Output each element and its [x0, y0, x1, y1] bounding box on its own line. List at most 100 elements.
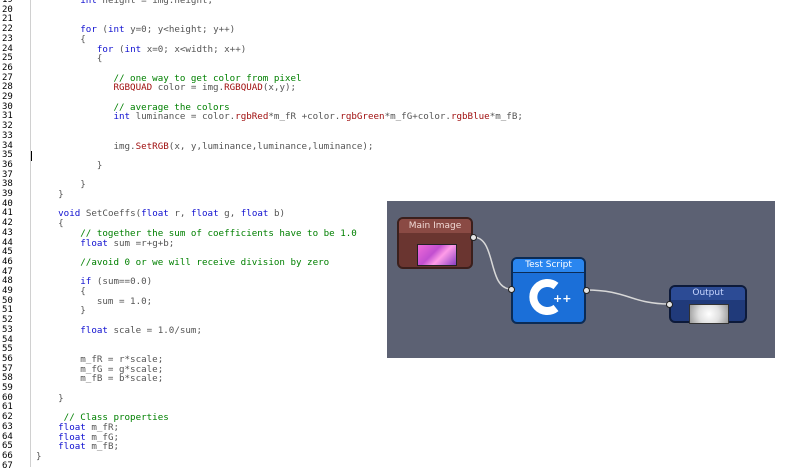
code-line[interactable]: // together the sum of coefficients have…	[80, 227, 357, 239]
line-number: 62	[2, 412, 13, 423]
line-number: 20	[2, 4, 13, 15]
line-number: 42	[2, 218, 13, 229]
code-line[interactable]: //avoid 0 or we will receive division by…	[80, 256, 330, 268]
line-number: 49	[2, 286, 13, 296]
line-number: 43	[2, 227, 13, 238]
line-number: 36	[2, 159, 13, 170]
code-line[interactable]: }	[36, 305, 86, 317]
line-number: 39	[2, 189, 13, 199]
code-line[interactable]: if (sum==0.0)	[80, 276, 153, 288]
output-node[interactable]: Output	[669, 285, 747, 324]
line-number: 21	[2, 14, 13, 25]
code-line[interactable]: m_fB = b*scale;	[36, 373, 164, 385]
code-line[interactable]: // average the colors	[113, 101, 230, 113]
output-node-title: Output	[671, 287, 745, 300]
code-line[interactable]: m_fG = g*scale;	[36, 363, 164, 375]
line-number: 52	[2, 315, 13, 326]
line-number: 59	[2, 383, 13, 393]
line-number: 57	[2, 363, 13, 374]
line-number: 28	[2, 82, 13, 93]
code-line[interactable]: }	[36, 392, 64, 404]
line-number: 37	[2, 169, 13, 180]
line-number: 56	[2, 353, 13, 364]
code-line[interactable]: float m_fG;	[58, 431, 120, 443]
line-number: 47	[2, 266, 13, 277]
line-number: 53	[2, 324, 13, 335]
code-line[interactable]: RGBQUAD color = img.RGBQUAD(x,y);	[113, 82, 297, 94]
line-number: 30	[2, 101, 13, 112]
line-number: 34	[2, 140, 13, 151]
code-line[interactable]: float m_fR;	[58, 421, 120, 433]
line-number: 45	[2, 247, 13, 258]
test-script-node-title: Test Script	[513, 259, 584, 273]
line-number: 35	[2, 150, 13, 161]
line-number: 58	[2, 373, 13, 384]
wire-main-to-script	[472, 236, 512, 290]
line-number: 22	[2, 24, 13, 35]
code-line[interactable]: for (int y=0; y<height; y++)	[80, 24, 236, 36]
test-script-node[interactable]: Test Script ++	[511, 257, 586, 324]
output-input-port[interactable]	[666, 301, 673, 308]
node-graph-panel[interactable]: Main Image Test Script ++ Output	[387, 201, 775, 358]
svg-text:++: ++	[553, 292, 571, 305]
code-line[interactable]: {	[36, 218, 64, 230]
line-number: 41	[2, 208, 13, 219]
line-number: 24	[2, 43, 13, 54]
main-image-node-title: Main Image	[399, 219, 471, 233]
code-line[interactable]: {	[36, 33, 86, 45]
code-line[interactable]: float m_fB;	[58, 441, 120, 453]
line-number: 64	[2, 431, 13, 442]
line-number: 23	[2, 33, 13, 44]
line-number: 27	[2, 72, 13, 83]
line-number: 55	[2, 344, 13, 355]
code-line[interactable]: }	[36, 179, 86, 191]
line-number: 32	[2, 121, 13, 132]
line-number: 33	[2, 130, 13, 141]
main-image-output-port[interactable]	[470, 234, 477, 241]
line-number: 66	[2, 450, 13, 461]
main-image-node[interactable]: Main Image	[397, 217, 473, 269]
line-number: 63	[2, 421, 13, 432]
code-line[interactable]: {	[36, 286, 86, 297]
code-line[interactable]: }	[36, 189, 64, 200]
line-number: 67	[2, 460, 13, 471]
code-line[interactable]: int height = img.height;	[80, 0, 214, 6]
line-number: 51	[2, 305, 13, 316]
line-number: 26	[2, 62, 13, 73]
code-line[interactable]: sum = 1.0;	[36, 295, 153, 307]
line-number: 40	[2, 198, 13, 209]
code-line[interactable]: // Class properties	[63, 412, 169, 424]
code-line[interactable]: }	[36, 450, 42, 462]
code-line[interactable]: int luminance = color.rgbRed*m_fR +color…	[113, 111, 523, 123]
test-script-input-port[interactable]	[508, 286, 515, 293]
line-number: 60	[2, 392, 13, 403]
line-number: 54	[2, 334, 13, 345]
line-number: 46	[2, 256, 13, 267]
wire-script-to-output	[585, 289, 670, 305]
code-line[interactable]: img.SetRGB(x, y,luminance,luminance,lumi…	[36, 140, 374, 152]
line-number: 61	[2, 402, 13, 413]
line-number: 50	[2, 295, 13, 306]
line-number: 38	[2, 179, 13, 190]
code-line[interactable]: m_fR = r*scale;	[36, 353, 164, 365]
cpp-icon: ++	[529, 279, 571, 315]
line-number: 25	[2, 53, 13, 64]
code-line[interactable]: }	[36, 159, 103, 171]
line-number: 19	[2, 0, 13, 5]
test-script-output-port[interactable]	[583, 287, 590, 294]
line-number: 48	[2, 276, 13, 287]
text-caret	[31, 151, 32, 161]
line-number: 29	[2, 92, 13, 102]
code-line[interactable]: float scale = 1.0/sum;	[80, 324, 202, 336]
line-number: 31	[2, 111, 13, 122]
graph-wires	[472, 236, 670, 305]
code-line[interactable]: void SetCoeffs(float r, float g, float b…	[58, 208, 286, 220]
line-number: 65	[2, 441, 13, 452]
code-line[interactable]: // one way to get color from pixel	[113, 72, 302, 84]
code-line[interactable]: float sum =r+g+b;	[80, 237, 175, 249]
code-line[interactable]: for (int x=0; x<width; x++)	[96, 43, 247, 55]
gutter-divider	[30, 0, 31, 467]
code-line[interactable]: {	[36, 53, 103, 65]
line-number: 44	[2, 237, 13, 248]
